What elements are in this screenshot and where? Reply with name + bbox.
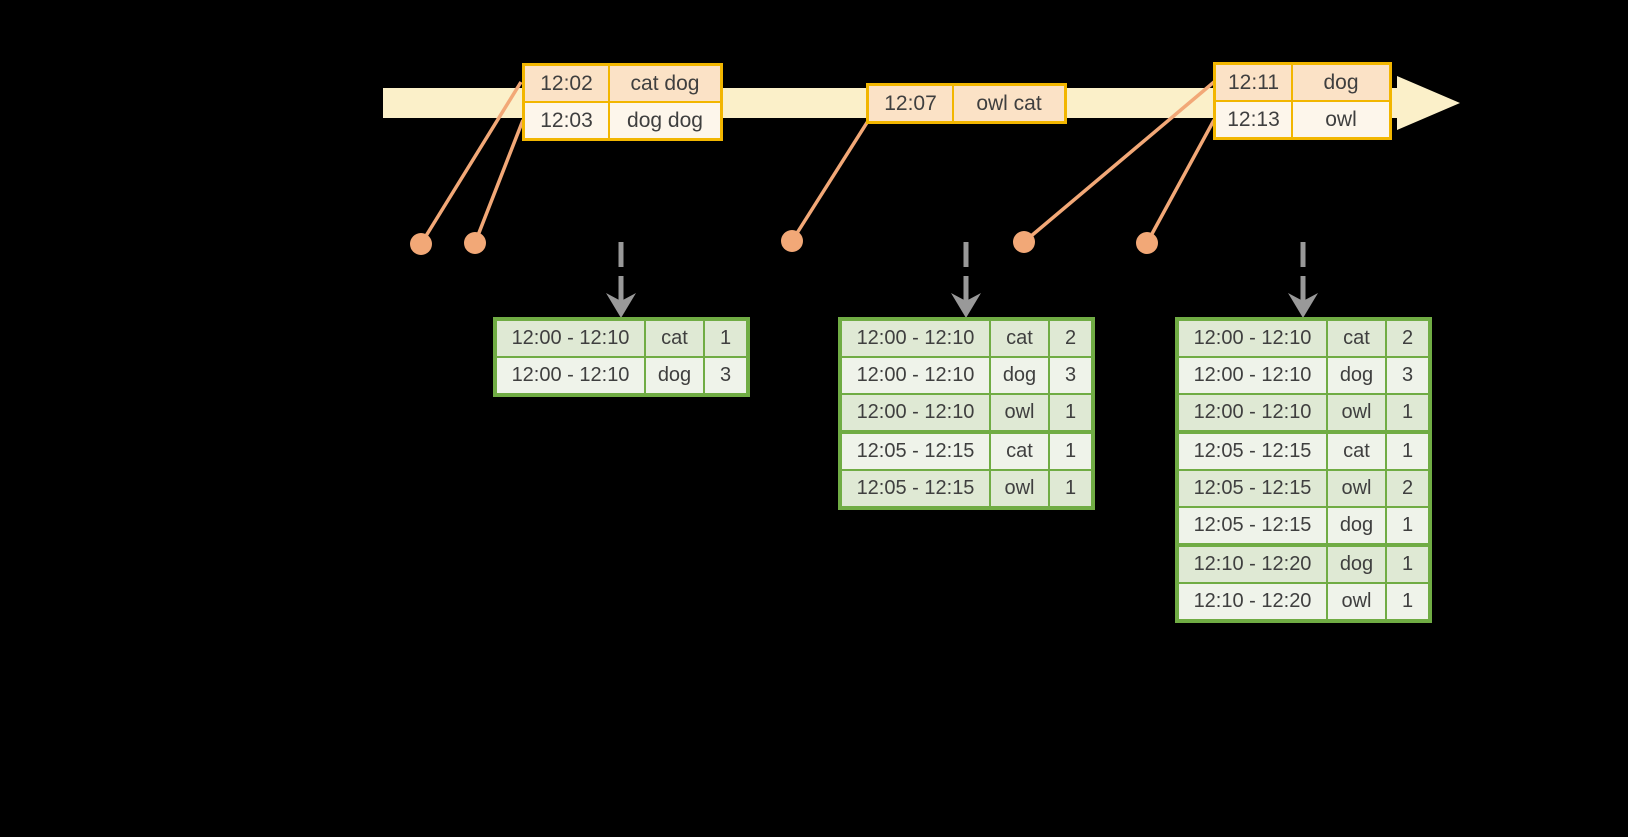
word-cell: cat xyxy=(644,321,703,356)
count-cell: 1 xyxy=(1385,584,1428,619)
dot-icon xyxy=(1013,231,1035,253)
event-row: 12:07 owl cat xyxy=(869,86,1064,121)
count-cell: 2 xyxy=(1385,321,1428,356)
result-table-2: 12:00 - 12:10 cat 2 12:00 - 12:10 dog 3 … xyxy=(838,317,1095,510)
window-cell: 12:05 - 12:15 xyxy=(856,440,975,462)
count-cell: 1 xyxy=(1048,434,1091,469)
count-cell: 1 xyxy=(1048,395,1091,430)
result-row: 12:00 - 12:10 dog 3 xyxy=(842,356,1091,393)
event-line xyxy=(790,120,870,242)
result-row: 12:10 - 12:20 dog 1 xyxy=(1179,543,1428,582)
result-row: 12:00 - 12:10 dog 3 xyxy=(497,356,746,393)
event-time-cell: 12:07 xyxy=(884,91,937,115)
dot-icon xyxy=(781,230,803,252)
window-cell: 12:00 - 12:10 xyxy=(856,327,975,349)
event-table-1: 12:02 cat dog 12:03 dog dog xyxy=(522,63,723,141)
count-cell: 3 xyxy=(1048,358,1091,393)
event-words-cell: owl xyxy=(1291,102,1389,137)
word-cell: cat xyxy=(989,321,1048,356)
count-cell: 1 xyxy=(703,321,746,356)
window-cell: 12:05 - 12:15 xyxy=(856,477,975,499)
event-line xyxy=(1145,119,1216,244)
result-table-3: 12:00 - 12:10 cat 2 12:00 - 12:10 dog 3 … xyxy=(1175,317,1432,623)
result-row: 12:00 - 12:10 dog 3 xyxy=(1179,356,1428,393)
event-words-cell: cat dog xyxy=(608,66,720,101)
event-time-cell: 12:03 xyxy=(540,108,593,132)
event-row: 12:11 dog xyxy=(1216,65,1389,100)
event-words-cell: dog xyxy=(1291,65,1389,100)
event-time-cell: 12:13 xyxy=(1227,107,1280,131)
word-cell: cat xyxy=(989,434,1048,469)
word-cell: owl xyxy=(989,395,1048,430)
count-cell: 2 xyxy=(1048,321,1091,356)
window-cell: 12:00 - 12:10 xyxy=(1193,327,1312,349)
result-row: 12:05 - 12:15 dog 1 xyxy=(1179,506,1428,543)
window-cell: 12:00 - 12:10 xyxy=(511,364,630,386)
event-time-cell: 12:02 xyxy=(540,71,593,95)
window-cell: 12:00 - 12:10 xyxy=(1193,401,1312,423)
down-arrowhead-icon xyxy=(606,293,636,318)
result-row: 12:00 - 12:10 cat 2 xyxy=(842,321,1091,356)
result-row: 12:10 - 12:20 owl 1 xyxy=(1179,582,1428,619)
word-cell: cat xyxy=(1326,321,1385,356)
count-cell: 1 xyxy=(1385,547,1428,582)
count-cell: 1 xyxy=(1385,395,1428,430)
result-row: 12:00 - 12:10 owl 1 xyxy=(1179,393,1428,430)
window-cell: 12:10 - 12:20 xyxy=(1193,590,1312,612)
event-dots xyxy=(410,230,1158,255)
window-cell: 12:00 - 12:10 xyxy=(511,327,630,349)
window-cell: 12:05 - 12:15 xyxy=(1193,440,1312,462)
word-cell: dog xyxy=(1326,508,1385,543)
word-cell: owl xyxy=(1326,471,1385,506)
word-cell: cat xyxy=(1326,434,1385,469)
event-words-cell: owl cat xyxy=(952,86,1064,121)
event-row: 12:02 cat dog xyxy=(525,66,720,101)
event-line xyxy=(419,81,523,245)
word-cell: dog xyxy=(1326,358,1385,393)
trigger-arrows xyxy=(606,242,1318,318)
count-cell: 1 xyxy=(1385,508,1428,543)
event-row: 12:03 dog dog xyxy=(525,101,720,138)
window-cell: 12:00 - 12:10 xyxy=(856,401,975,423)
right-arrow-icon xyxy=(1397,76,1460,130)
word-cell: dog xyxy=(1326,547,1385,582)
event-table-3: 12:11 dog 12:13 owl xyxy=(1213,62,1392,140)
result-row: 12:05 - 12:15 cat 1 xyxy=(1179,430,1428,469)
window-cell: 12:00 - 12:10 xyxy=(1193,364,1312,386)
window-cell: 12:05 - 12:15 xyxy=(1193,477,1312,499)
word-cell: owl xyxy=(1326,584,1385,619)
dot-icon xyxy=(410,233,432,255)
event-row: 12:13 owl xyxy=(1216,100,1389,137)
count-cell: 2 xyxy=(1385,471,1428,506)
count-cell: 3 xyxy=(1385,358,1428,393)
event-line xyxy=(473,119,525,244)
dot-icon xyxy=(464,232,486,254)
event-line xyxy=(1022,80,1216,244)
down-arrowhead-icon xyxy=(951,293,981,318)
dot-icon xyxy=(1136,232,1158,254)
result-row: 12:05 - 12:15 cat 1 xyxy=(842,430,1091,469)
word-cell: dog xyxy=(644,358,703,393)
event-leader-lines xyxy=(419,80,1216,245)
result-row: 12:00 - 12:10 owl 1 xyxy=(842,393,1091,430)
event-table-2: 12:07 owl cat xyxy=(866,83,1067,124)
word-cell: owl xyxy=(1326,395,1385,430)
window-cell: 12:05 - 12:15 xyxy=(1193,514,1312,536)
result-row: 12:00 - 12:10 cat 2 xyxy=(1179,321,1428,356)
down-arrowhead-icon xyxy=(1288,293,1318,318)
window-cell: 12:10 - 12:20 xyxy=(1193,553,1312,575)
count-cell: 1 xyxy=(1048,471,1091,506)
word-cell: dog xyxy=(989,358,1048,393)
result-row: 12:05 - 12:15 owl 2 xyxy=(1179,469,1428,506)
count-cell: 3 xyxy=(703,358,746,393)
count-cell: 1 xyxy=(1385,434,1428,469)
word-cell: owl xyxy=(989,471,1048,506)
event-words-cell: dog dog xyxy=(608,103,720,138)
result-row: 12:00 - 12:10 cat 1 xyxy=(497,321,746,356)
event-time-cell: 12:11 xyxy=(1228,70,1279,94)
window-cell: 12:00 - 12:10 xyxy=(856,364,975,386)
result-table-1: 12:00 - 12:10 cat 1 12:00 - 12:10 dog 3 xyxy=(493,317,750,397)
result-row: 12:05 - 12:15 owl 1 xyxy=(842,469,1091,506)
